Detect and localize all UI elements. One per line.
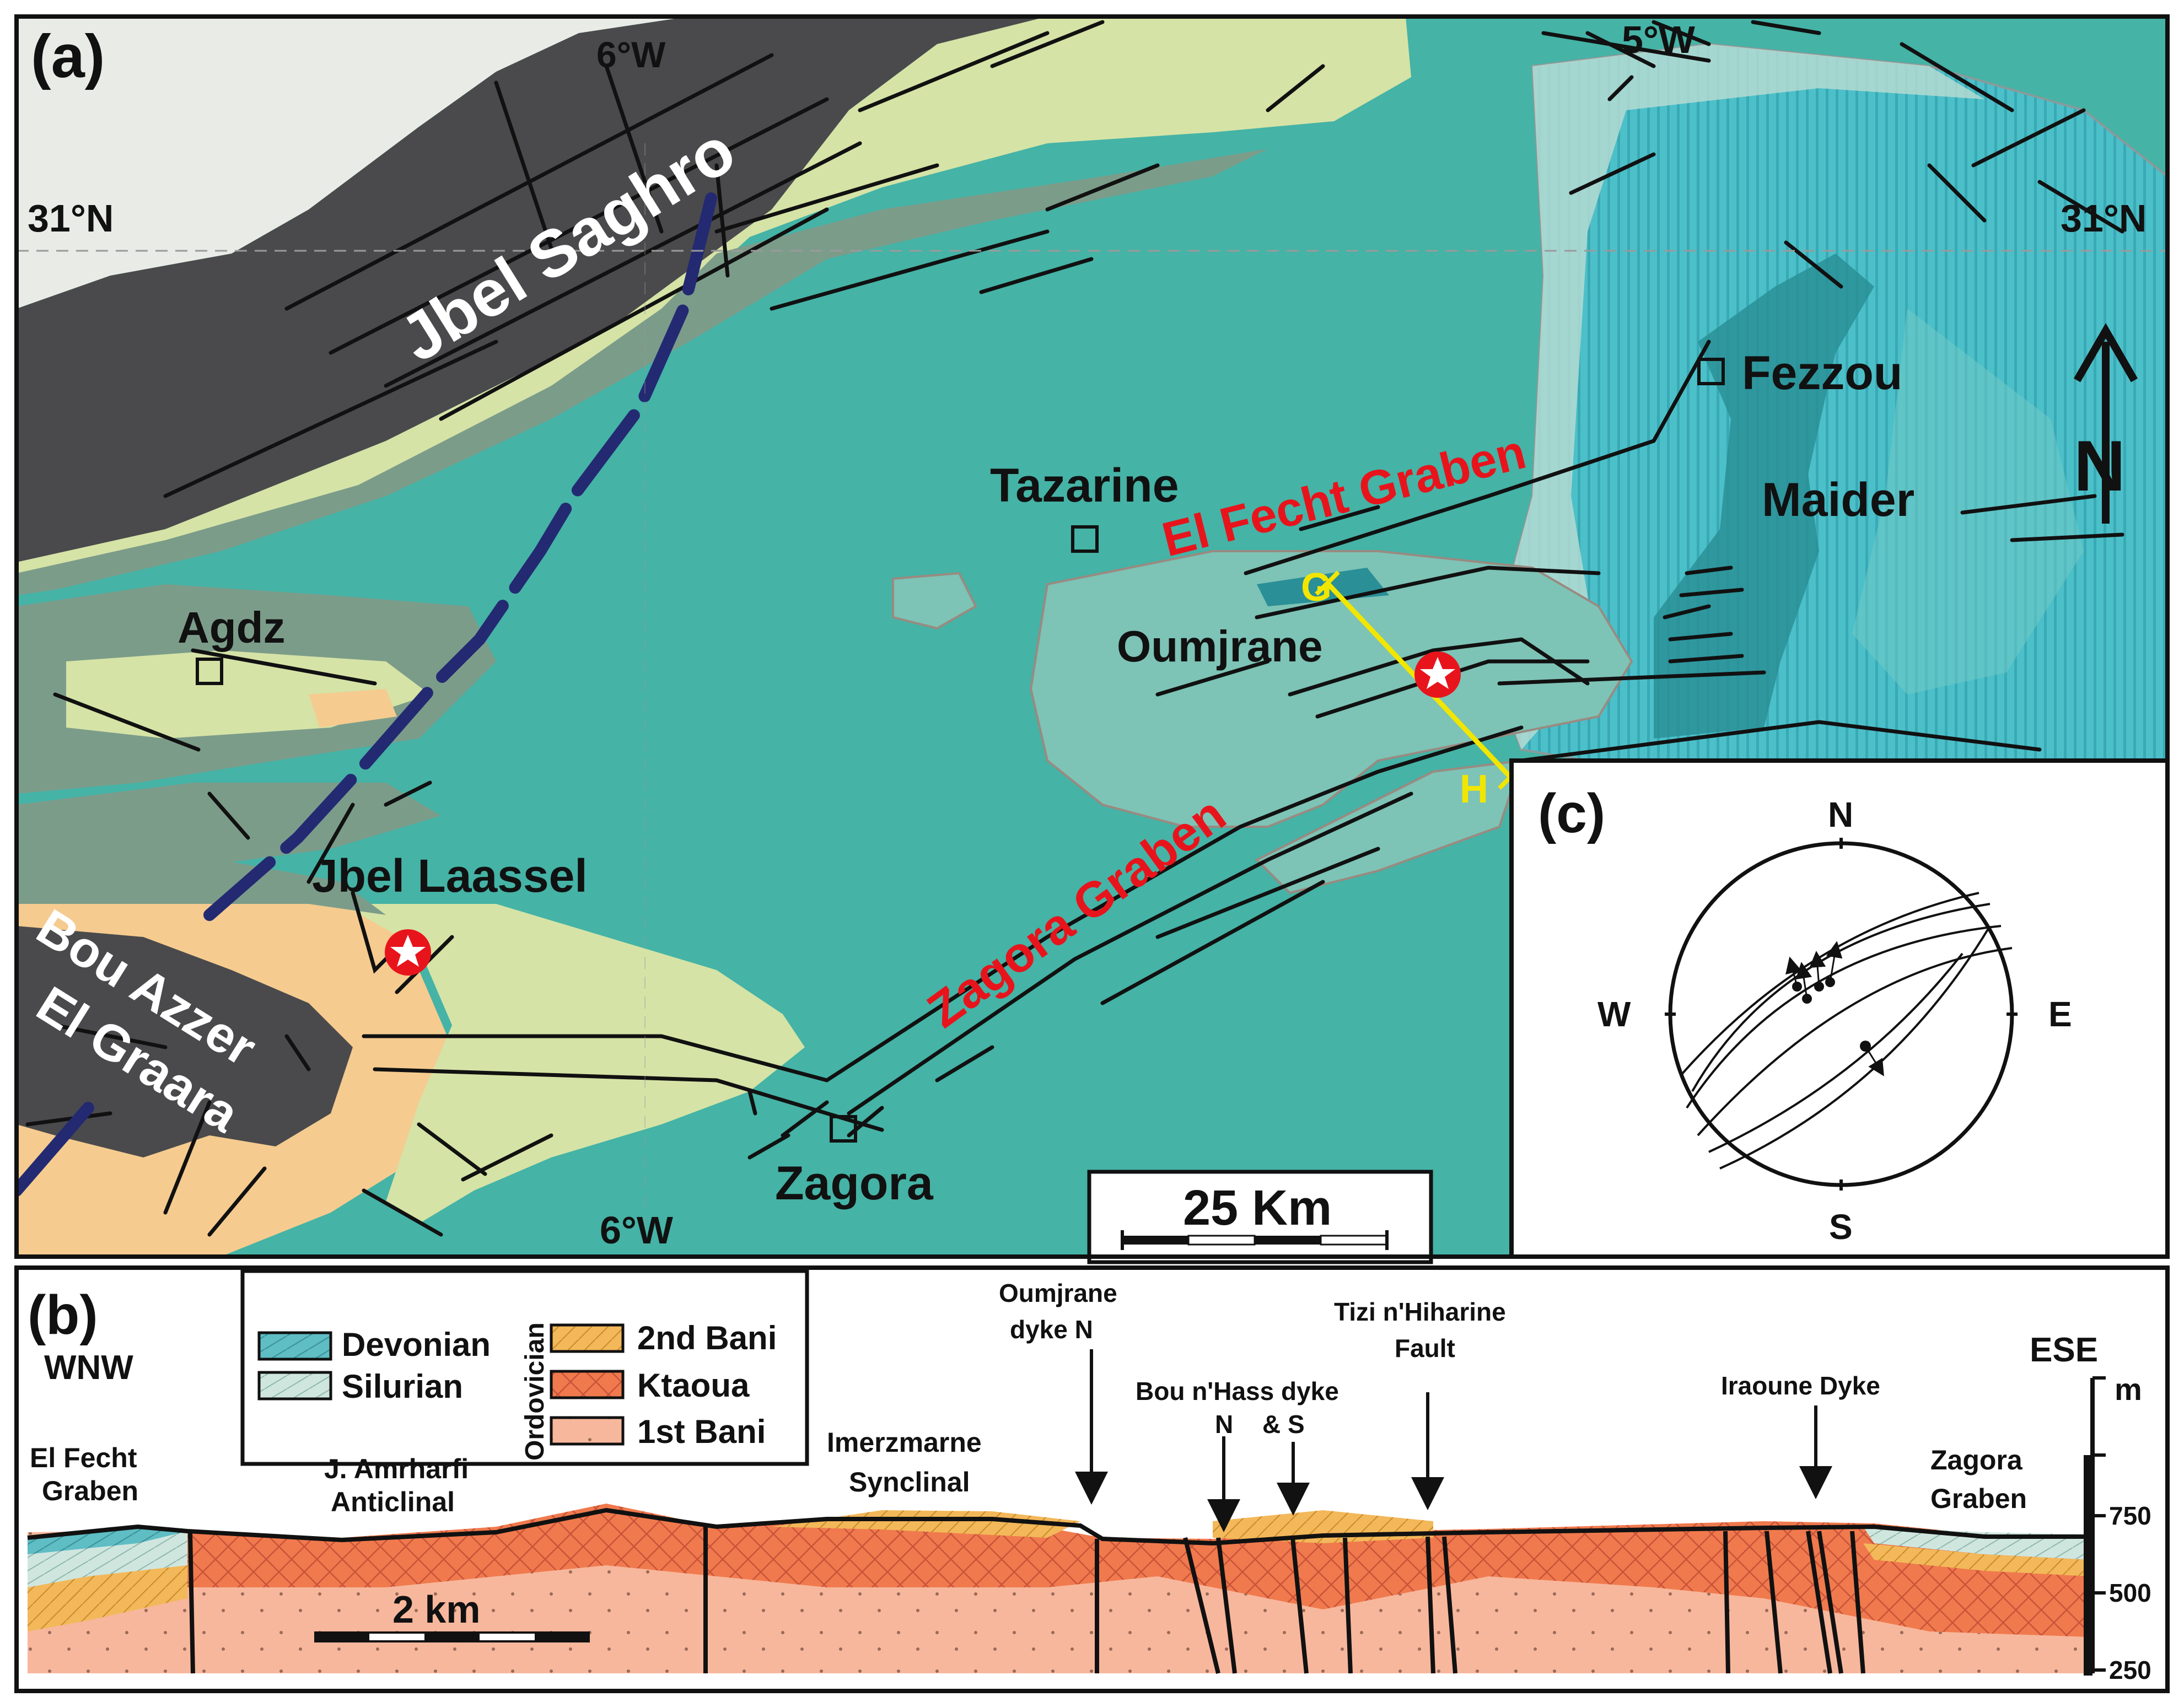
iraoune-dyke-label: Iraoune Dyke: [1721, 1371, 1880, 1400]
north-label: N: [2074, 425, 2126, 506]
tazarine-label: Tazarine: [990, 459, 1179, 512]
agdz-location-marker: [196, 658, 223, 685]
section-scale-bar: [314, 1631, 590, 1642]
agdz-label: Agdz: [177, 603, 286, 652]
zagora-graben-section-label-1: Zagora: [1930, 1445, 2023, 1475]
legend-ktaoua-label: Ktaoua: [637, 1367, 750, 1404]
agdz-orange: [309, 689, 397, 728]
fezzou-location-marker: [1697, 358, 1725, 385]
stereonet-w-label: W: [1597, 994, 1631, 1034]
second-bani-layer-east-2: [1863, 1543, 2089, 1576]
legend-swatch-ktaoua: [550, 1370, 625, 1399]
dyke-trace: [203, 192, 717, 921]
stereonet-s-label: S: [1829, 1207, 1853, 1247]
pale-green-belt-north: [17, 17, 1411, 573]
legend-2nd-bani-label: 2nd Bani: [637, 1319, 777, 1356]
imerzmarne-label-2: Synclinal: [849, 1467, 970, 1498]
ese-label: ESE: [2030, 1331, 2098, 1369]
panel-a-frame: [14, 14, 2170, 1259]
saghro-nw-pale: [17, 17, 689, 309]
map-scale-bar: 25 Km: [1087, 1170, 1433, 1264]
geological-map: [17, 17, 2167, 1257]
legend-ordovician-group-label: Ordovician: [520, 1322, 550, 1461]
stereonet-e-label: E: [2048, 994, 2072, 1034]
section-faults: [188, 1527, 1865, 1674]
legend-silurian-label: Silurian: [342, 1368, 463, 1405]
maider-dark-core: [1654, 254, 1874, 739]
el-fecht-graben-section-label-2: Graben: [42, 1475, 138, 1506]
svg-text:25 Km: 25 Km: [1183, 1181, 1332, 1236]
panel-b-label: (b): [28, 1284, 98, 1346]
legend-devonian-label: Devonian: [342, 1326, 491, 1363]
tazarine-inlier-small: [892, 572, 977, 630]
panel-c-label: (c): [1538, 783, 1605, 844]
oumjrane-inlier: [1029, 550, 1633, 828]
imerzmarne-label-1: Imerzmarne: [827, 1427, 982, 1458]
tazarine-location-marker: [1071, 525, 1099, 553]
lon-6w-bottom-label: 6°W: [600, 1209, 673, 1252]
elevation-axis-bar: [2084, 1455, 2092, 1676]
jbel-laassel-star-marker: [385, 929, 431, 976]
maider-label: Maider: [1762, 473, 1914, 526]
zagora-location-marker: [830, 1115, 857, 1143]
lat-31n-right-label: 31°N: [2061, 197, 2147, 240]
elevation-tick-750: 750: [2109, 1501, 2151, 1530]
bounhass-n-label: N: [1215, 1410, 1233, 1439]
jbel-saghro-basement: [17, 17, 1047, 562]
lat-31n-left-label: 31°N: [28, 197, 114, 240]
legend-swatch-2nd-bani: [550, 1323, 625, 1353]
legend-1st-bani-label: 1st Bani: [637, 1413, 766, 1450]
stereonet-n-label: N: [1828, 795, 1853, 834]
north-arrow: [2073, 323, 2138, 524]
legend-box-notch: [245, 1403, 506, 1462]
legend-swatch-1st-bani: [550, 1416, 625, 1446]
legend-swatch-devonian: [257, 1331, 332, 1361]
dyke-trace-south: [17, 1102, 94, 1197]
tizi-fault-label-1: Tizi n'Hiharine: [1334, 1297, 1506, 1326]
maider-inner-ring: [1852, 309, 2084, 694]
oumjrane-label: Oumjrane: [1117, 622, 1322, 671]
oumjrane-dyke-label-2: dyke N: [1010, 1315, 1093, 1344]
tizi-fault-label-2: Fault: [1395, 1334, 1455, 1362]
fault-lines: [25, 20, 2124, 1237]
oumjrane-star-marker: [1414, 651, 1461, 698]
jbel-laassel-pale: [342, 904, 805, 1224]
panel-b-cross-section: [14, 1265, 2170, 1693]
fezzou-label: Fezzou: [1742, 347, 1902, 400]
grey-green-belt: [17, 149, 1268, 595]
panel-a-label: (a): [31, 23, 105, 90]
panel-c-stereonet: [1509, 758, 2170, 1259]
amrharfi-label-2: Anticlinal: [331, 1486, 455, 1517]
zagora-graben-section-label-2: Graben: [1930, 1483, 2027, 1514]
bou-azzer-grey-edge: [17, 860, 386, 915]
section-g-label: G: [1301, 565, 1332, 610]
amrharfi-label-1: J. Amrharfi: [324, 1453, 469, 1484]
lon-5w-label: 5°W: [1622, 18, 1695, 61]
elevation-tick-500: 500: [2109, 1579, 2151, 1607]
topographic-profile: [27, 1507, 2089, 1546]
wnw-label: WNW: [44, 1349, 133, 1387]
zagora-label: Zagora: [775, 1157, 934, 1210]
elevation-unit-label: m: [2115, 1372, 2142, 1407]
section-tick-g: [1315, 570, 1340, 596]
elevation-tick-250: 250: [2109, 1656, 2151, 1684]
lon-6w-top-label: 6°W: [596, 34, 666, 75]
oumjrane-dyke-label-1: Oumjrane: [999, 1279, 1117, 1307]
jbel-laassel-label: Jbel Laassel: [312, 850, 588, 902]
section-scale-label: 2 km: [392, 1588, 481, 1631]
zagora-inlier-strip: [1255, 759, 1523, 895]
bounhass-dyke-label: Bou n'Hass dyke: [1136, 1377, 1339, 1405]
bounhass-s-label: & S: [1262, 1410, 1305, 1439]
devonian-layer-west: [28, 1527, 187, 1554]
ktaoua-layer: [187, 1504, 2089, 1637]
bou-azzer-basement: [17, 926, 353, 1157]
el-fecht-graben-section-label-1: El Fecht: [30, 1442, 137, 1473]
agdz-lower-belt: [17, 783, 441, 882]
legend-swatch-silurian: [257, 1371, 332, 1401]
section-h-label: H: [1460, 767, 1488, 811]
